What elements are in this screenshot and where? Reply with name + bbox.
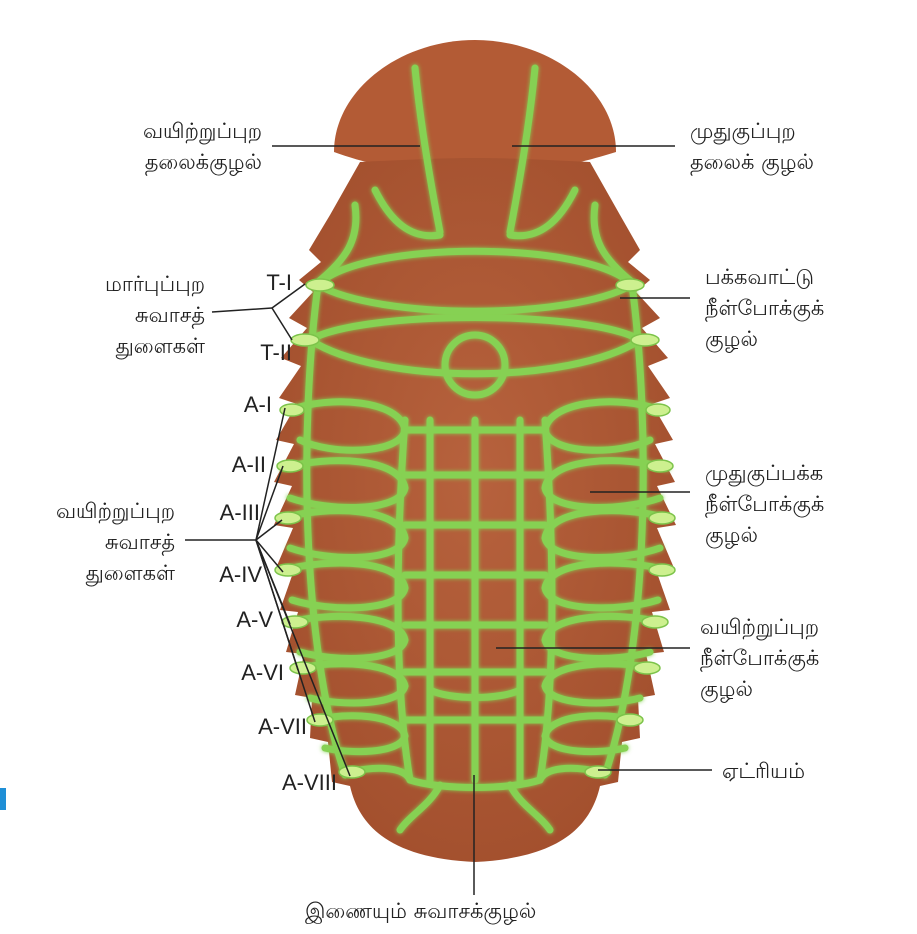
label-lateral-longitudinal-tube: பக்கவாட்டுநீள்போக்குக்குழல்: [705, 262, 824, 355]
segment-label-t2: T-II: [202, 340, 292, 366]
label-atrium: ஏட்ரியம்: [722, 756, 805, 787]
segment-label-a2: A-II: [176, 452, 266, 478]
segment-label-a8: A-VIII: [247, 770, 337, 796]
head-shield: [334, 40, 616, 170]
label-connecting-tube: இணையும் சுவாசக்குழல்: [305, 896, 536, 927]
segment-label-t1: T-I: [202, 270, 292, 296]
segment-label-a3: A-III: [170, 500, 260, 526]
segment-label-a7: A-VII: [217, 714, 307, 740]
segment-label-a5: A-V: [183, 607, 273, 633]
segment-label-a4: A-IV: [172, 562, 262, 588]
accent-mark: [0, 788, 6, 810]
segment-label-a6: A-VI: [194, 660, 284, 686]
segment-label-a1: A-I: [182, 392, 272, 418]
